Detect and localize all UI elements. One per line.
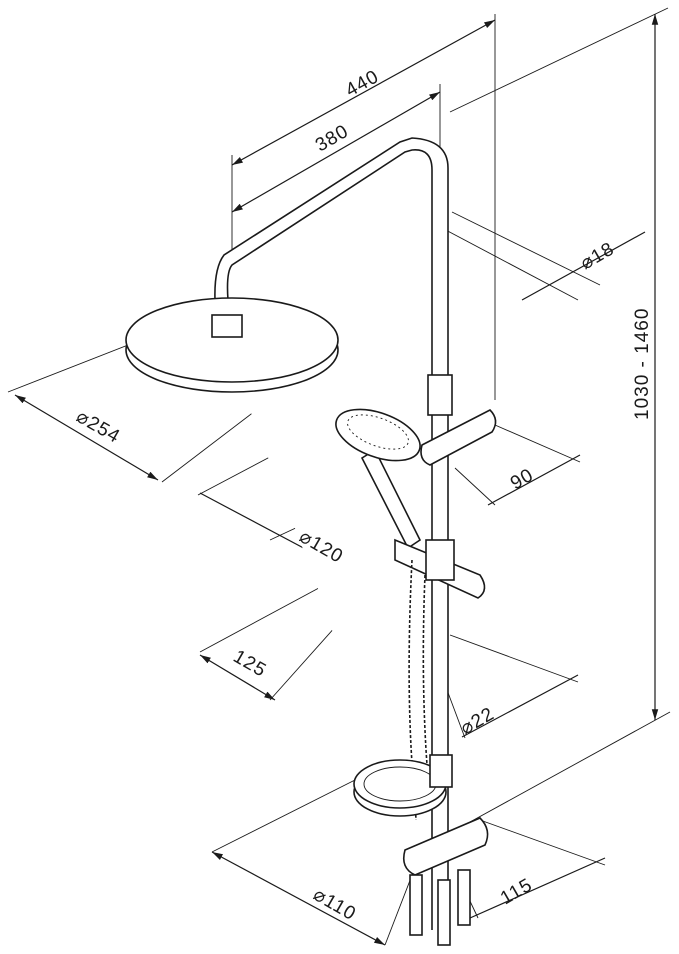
dim-115-label: 115 [497,874,536,909]
dim-110-label: ⌀110 [310,884,360,925]
dim-18-label: ⌀18 [577,238,618,274]
slider-holders [394,374,497,599]
diverter-connections [402,817,489,946]
dim-height-label: 1030 - 1460 [632,308,653,420]
overhead-shower [125,297,339,393]
dim-380-label: 380 [312,121,353,157]
dim-254-label: ⌀254 [73,406,124,448]
dim-440-label: 440 [342,66,383,101]
soap-dish [353,754,453,817]
hand-shower [335,408,422,550]
dimension-lines [14,13,659,946]
dim-90-label: 90 [507,465,538,495]
